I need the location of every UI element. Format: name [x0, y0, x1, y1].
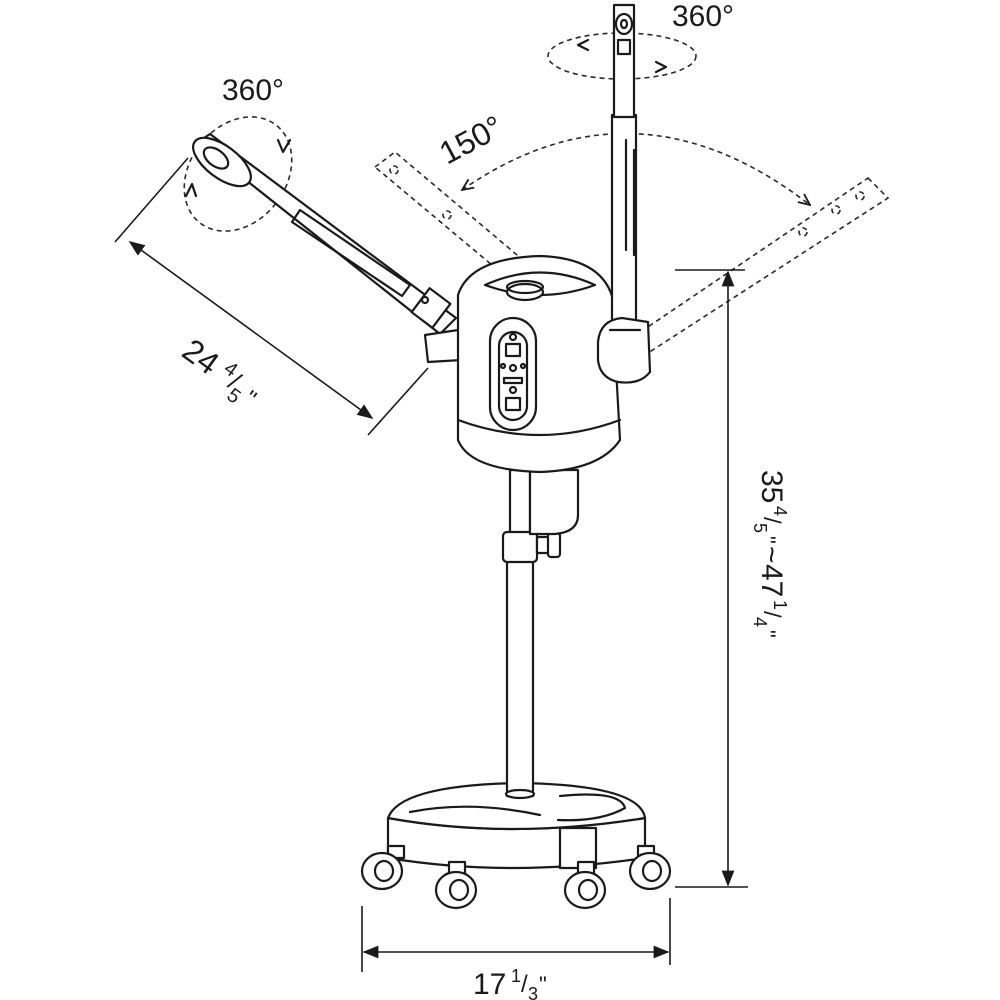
ghost-arm-right	[634, 176, 890, 355]
caster-wheel	[434, 860, 478, 910]
arm-length-dimension	[114, 157, 429, 436]
svg-text:/: /	[521, 971, 528, 998]
svg-text:17: 17	[473, 968, 506, 1000]
svg-text:35: 35	[755, 470, 788, 503]
height-dimension	[675, 269, 748, 888]
arm-length-label: 24 4 / 5 "	[176, 332, 261, 413]
svg-text:1: 1	[770, 600, 790, 610]
svg-text:24: 24	[176, 332, 226, 382]
rotation-label-top: 360°	[672, 0, 734, 33]
svg-text:47: 47	[755, 564, 788, 597]
caster-wheel	[360, 844, 406, 891]
base-width-dimension	[361, 898, 671, 972]
caster-wheels	[360, 844, 672, 910]
swing-angle-label: 150°	[433, 108, 508, 171]
svg-text:": "	[755, 630, 780, 638]
svg-text:4: 4	[770, 506, 790, 516]
water-tank	[528, 468, 580, 536]
svg-text:1: 1	[511, 966, 521, 986]
svg-text:": "	[539, 972, 547, 997]
height-pole	[501, 468, 562, 800]
steam-arm-vertical	[596, 3, 652, 384]
svg-text:~: ~	[755, 546, 788, 564]
height-label: 35 4 / 5 " ~ 47 1 / 4 "	[750, 470, 790, 638]
control-panel	[488, 316, 538, 432]
base-width-label: 17 1 / 3 "	[473, 966, 547, 1000]
rotation-label-left: 360°	[222, 74, 284, 107]
caster-wheel	[563, 860, 607, 910]
svg-text:3: 3	[528, 984, 538, 1000]
svg-text:5: 5	[750, 523, 770, 533]
swing-arc	[462, 132, 810, 205]
svg-text:4: 4	[750, 617, 770, 627]
svg-text:": "	[755, 536, 780, 544]
svg-text:/: /	[758, 517, 785, 524]
caster-wheel	[628, 844, 672, 891]
svg-text:/: /	[758, 611, 785, 618]
